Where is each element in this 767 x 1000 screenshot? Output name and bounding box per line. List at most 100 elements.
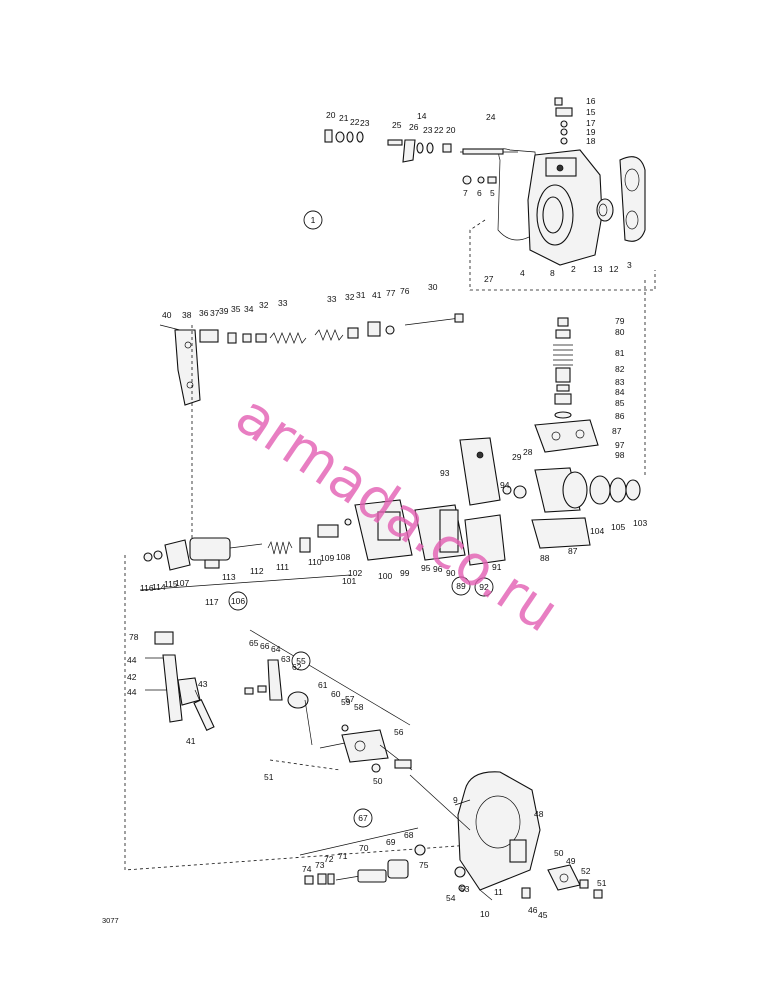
part-number-label: 19 (586, 127, 596, 137)
part-number-label: 82 (615, 364, 625, 374)
part-number-label: 102 (348, 568, 362, 578)
part-number-label: 53 (460, 884, 470, 894)
part-number-label: 20 (326, 110, 336, 120)
part-number-label: 91 (492, 562, 502, 572)
part-number-label: 74 (302, 864, 312, 874)
part-number-label: 23 (423, 125, 433, 135)
part-number-label: 70 (359, 843, 369, 853)
part-number-label: 41 (186, 736, 196, 746)
part-number-label: 7 (463, 188, 468, 198)
part-number-label: 87 (568, 546, 578, 556)
part-number-label: 26 (409, 122, 419, 132)
part-number-label: 21 (339, 113, 349, 123)
part-number-label: 50 (554, 848, 564, 858)
part-number-label: 117 (205, 597, 219, 607)
part-number-label: 94 (500, 480, 510, 490)
part-number-label: 20 (446, 125, 456, 135)
part-number-label: 35 (231, 304, 241, 314)
part-number-label: 88 (540, 553, 550, 563)
part-number-label: 45 (538, 910, 548, 920)
part-number-label: 14 (417, 111, 427, 121)
part-number-label: 32 (345, 292, 355, 302)
part-number-label: 81 (615, 348, 625, 358)
governor-cover (409, 771, 541, 891)
part-number-label: 68 (404, 830, 414, 840)
part-number-label: 108 (336, 552, 350, 562)
part-number-label: 48 (534, 809, 544, 819)
part-number-label: 41 (372, 290, 382, 300)
part-number-label: 115 (164, 579, 178, 589)
part-number-label: 2 (571, 264, 576, 274)
part-number-label: 22 (350, 117, 360, 127)
part-number-label: 107 (175, 578, 189, 588)
part-number-label: 77 (386, 288, 396, 298)
group-callout-label: 89 (456, 581, 466, 591)
delivery-valve-stack (534, 317, 599, 453)
group-callout-circle (291, 651, 311, 671)
group-callout-circle (353, 808, 373, 828)
part-number-label: 24 (486, 112, 496, 122)
part-number-label: 86 (615, 411, 625, 421)
part-number-label: 87 (612, 426, 622, 436)
part-number-label: 34 (244, 304, 254, 314)
part-number-label: 73 (315, 860, 325, 870)
pump-element-assembly (459, 280, 646, 549)
group-callout-circle (474, 577, 494, 597)
part-number-label: 12 (609, 264, 619, 274)
part-number-label: 51 (264, 772, 274, 782)
part-number-label: 66 (260, 641, 270, 651)
part-number-label: 62 (292, 662, 302, 672)
group-callout-circle (451, 576, 471, 596)
group-callout-circle (228, 591, 248, 611)
part-number-label: 63 (281, 654, 291, 664)
watermark: armada.co.ru (224, 383, 570, 646)
part-number-label: 36 (199, 308, 209, 318)
part-number-label: 111 (276, 562, 289, 572)
part-number-label: 39 (219, 306, 229, 316)
part-number-label: 57 (345, 694, 355, 704)
part-number-label: 100 (378, 571, 392, 581)
part-number-label: 65 (249, 638, 259, 648)
governor-link-small-parts (324, 129, 452, 163)
group-callout-circle (303, 210, 323, 230)
part-number-label: 114 (152, 582, 166, 592)
part-number-label: 25 (392, 120, 402, 130)
part-number-label: 11 (494, 887, 503, 897)
part-number-label: 58 (354, 702, 364, 712)
part-number-label: 15 (586, 107, 596, 117)
part-number-label: 110 (308, 557, 322, 567)
part-number-label: 84 (615, 387, 625, 397)
part-number-label: 43 (198, 679, 208, 689)
group-callout-label: 106 (231, 596, 245, 606)
part-number-label: 40 (162, 310, 172, 320)
governor-spring-rail (159, 313, 464, 406)
part-number-label: 75 (419, 860, 429, 870)
side-flange-cover (547, 864, 603, 899)
part-number-label: 29 (512, 452, 522, 462)
part-number-label: 13 (593, 264, 603, 274)
part-number-label: 97 (615, 440, 625, 450)
part-number-label: 71 (338, 851, 348, 861)
part-number-label: 31 (356, 290, 366, 300)
governor-lever-assembly (244, 629, 413, 773)
part-number-label: 103 (633, 518, 647, 528)
part-number-label: 17 (586, 118, 596, 128)
part-number-label: 27 (484, 274, 494, 284)
part-number-label: 23 (360, 118, 370, 128)
part-number-label: 16 (586, 96, 596, 106)
shaft-assembly (299, 827, 531, 901)
part-number-label: 22 (434, 125, 444, 135)
part-number-label: 61 (318, 680, 328, 690)
part-number-label: 59 (341, 697, 351, 707)
part-number-label: 72 (324, 854, 334, 864)
part-number-label: 98 (615, 450, 625, 460)
part-number-label: 4 (520, 268, 525, 278)
part-number-label: 30 (428, 282, 438, 292)
part-number-label: 93 (440, 468, 450, 478)
part-number-label: 44 (127, 655, 137, 665)
part-number-label: 46 (528, 905, 538, 915)
stop-lever-assembly (145, 631, 215, 732)
part-number-label: 33 (278, 298, 288, 308)
